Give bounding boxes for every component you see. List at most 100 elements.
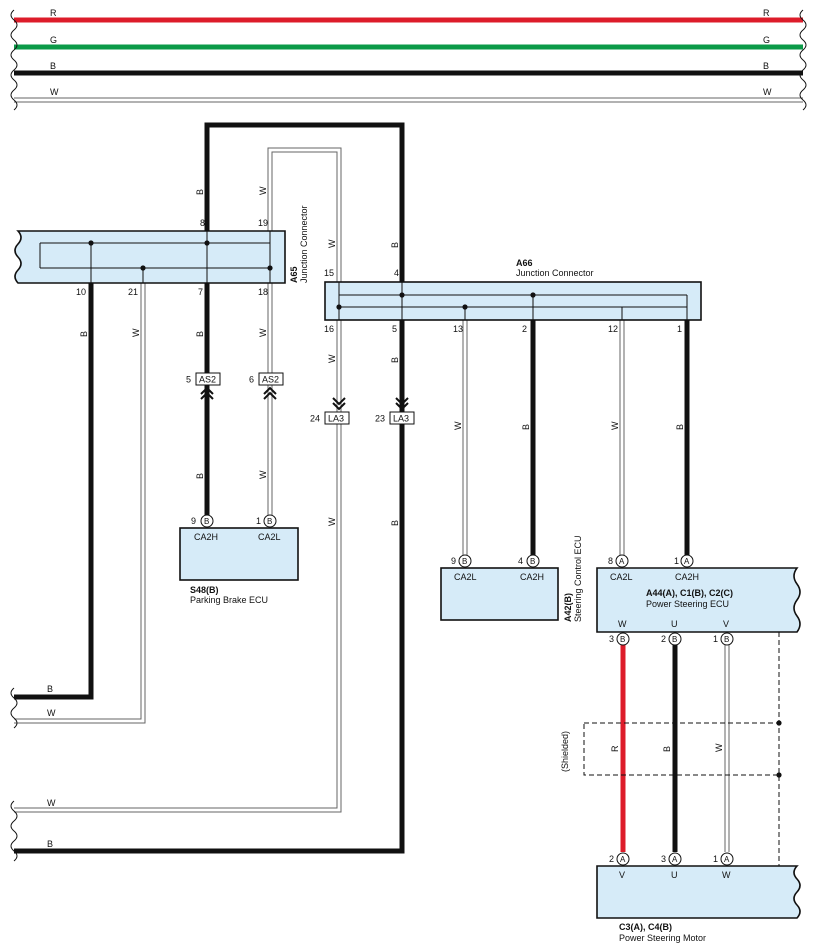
wire-b-a66-5 <box>14 320 405 854</box>
a66-pin-15: 15 <box>324 268 334 278</box>
a66-pin-2: 2 <box>522 324 527 334</box>
la3-code-right: LA3 <box>393 414 409 424</box>
a42-terminal: CA2L <box>454 572 477 582</box>
wire-b-a65-10 <box>14 282 94 700</box>
s48-code: S48(B) <box>190 585 219 595</box>
a42-pin-conn: B <box>530 557 535 566</box>
a66-dot <box>462 304 468 310</box>
a66-pin-5: 5 <box>392 324 397 334</box>
as2-pin-6: 6 <box>249 375 254 385</box>
a42-box <box>440 567 559 621</box>
a65-dot <box>88 240 94 246</box>
a65-pin-7: 7 <box>198 287 203 297</box>
wire-label: B <box>675 424 685 430</box>
wire-label: B <box>662 746 672 752</box>
s48-pin-conn: B <box>267 517 272 526</box>
a42-pin-conn: B <box>462 557 467 566</box>
ps-ecu-pin-3: 3 <box>609 634 614 644</box>
la3-connector-right <box>389 411 415 425</box>
ps-ecu-pin-8: 8 <box>608 556 613 566</box>
wire-label: B <box>390 357 400 363</box>
ps-ecu-pin-2: 2 <box>661 634 666 644</box>
wire-label: B <box>390 520 400 526</box>
wire-label: W <box>327 517 337 526</box>
ps-ecu-box <box>596 567 801 633</box>
a42-pin-circle <box>526 554 540 568</box>
wire-label: B <box>79 331 89 337</box>
ps-ecu-pin-circle <box>616 632 630 646</box>
ps-ecu-pin-conn: B <box>724 635 729 644</box>
a66-dot <box>530 292 536 298</box>
shield-box <box>583 722 780 776</box>
power-steering-motor: A 2 A 3 A 1 V U W C3(A), C4(B) Power Ste… <box>596 852 801 943</box>
ps-ecu-pin-1b: 1 <box>713 634 718 644</box>
wire-label: W <box>47 708 56 718</box>
ps-ecu-terminal: CA2L <box>610 572 633 582</box>
wire-w-a65-19-a66-15 <box>268 148 341 283</box>
ps-ecu-pin-circle <box>668 632 682 646</box>
ps-ecu-pin-circle <box>720 632 734 646</box>
a65-dot <box>267 265 273 271</box>
wire-label: W <box>258 470 268 479</box>
la3-pin-23: 23 <box>375 414 385 424</box>
a66-box <box>324 281 702 321</box>
motor-pin-circle <box>616 852 630 866</box>
motor-terminal: V <box>619 870 625 880</box>
motor-pin-conn: A <box>620 855 626 864</box>
bus-label-b-left: B <box>50 61 56 71</box>
wire-label: B <box>195 331 205 337</box>
ps-ecu-pin-circle <box>615 554 629 568</box>
s48-pin-9: 9 <box>191 516 196 526</box>
motor-pin-3: 3 <box>661 854 666 864</box>
s48-pin-circle <box>263 514 277 528</box>
a42-pin-9: 9 <box>451 556 456 566</box>
a66-pin-13: 13 <box>453 324 463 334</box>
a42-pin-4: 4 <box>518 556 523 566</box>
s48-terminal: CA2L <box>258 532 281 542</box>
bus-label-r-left: R <box>50 8 57 18</box>
a66-dot <box>336 304 342 310</box>
s48-parking-brake-ecu: B 9 B 1 CA2H CA2L S48(B) Parking Brake E… <box>179 514 299 605</box>
as2-pin-5: 5 <box>186 375 191 385</box>
a42-name: Steering Control ECU <box>573 535 583 622</box>
a66-pin-12: 12 <box>608 324 618 334</box>
bus-label-g-left: G <box>50 35 57 45</box>
as2-connectors: AS2 5 AS2 6 <box>186 372 284 400</box>
bus-break-right-icon <box>799 9 807 111</box>
bus-label-b-right: B <box>763 61 769 71</box>
left-break-2-icon <box>10 800 18 862</box>
chevron-up-icon <box>200 386 214 400</box>
left-break-1-icon <box>10 687 18 729</box>
s48-pin-1: 1 <box>256 516 261 526</box>
shield-junction-bottom <box>776 772 782 778</box>
chevron-down-icon <box>332 397 346 411</box>
wires <box>10 122 782 866</box>
ps-ecu-pin-conn: B <box>672 635 677 644</box>
ps-ecu-pin-1: 1 <box>674 556 679 566</box>
motor-code: C3(A), C4(B) <box>619 922 672 932</box>
a65-pin-10: 10 <box>76 287 86 297</box>
wire-label: B <box>47 684 53 694</box>
ps-ecu-code: A44(A), C1(B), C2(C) <box>646 588 733 598</box>
motor-pin-conn: A <box>672 855 678 864</box>
a65-dot <box>204 240 210 246</box>
a66-code: A66 <box>516 258 533 268</box>
bus-label-r-right: R <box>763 8 770 18</box>
motor-pin-conn: A <box>724 855 730 864</box>
wire-w-a65-21-outline <box>14 282 146 724</box>
ps-ecu-pin-conn: A <box>619 557 625 566</box>
ps-ecu-terminal: U <box>671 619 678 629</box>
s48-box <box>179 527 299 581</box>
motor-pin-1: 1 <box>713 854 718 864</box>
shielded-label: (Shielded) <box>560 731 570 772</box>
as2-connector-left <box>195 372 221 386</box>
s48-pin-circle <box>200 514 214 528</box>
power-steering-ecu: A 8 A 1 CA2L CA2H A44(A), C1(B), C2(C) P… <box>596 554 801 646</box>
wire-label: W <box>714 743 724 752</box>
a66-dot <box>399 292 405 298</box>
wire-label: W <box>47 798 56 808</box>
a65-dot <box>140 265 146 271</box>
wire-label: B <box>390 242 400 248</box>
chevron-down-icon <box>395 397 409 411</box>
